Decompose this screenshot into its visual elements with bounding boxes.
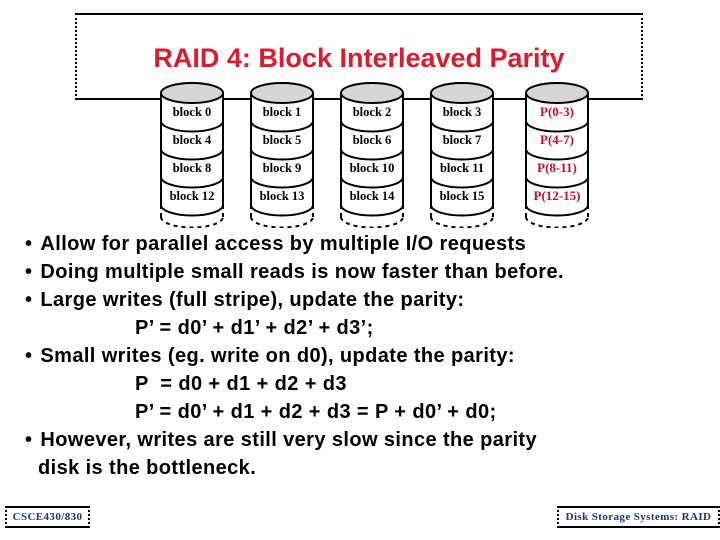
body-line-text: Small writes (eg. write on d0), update t… xyxy=(40,345,515,367)
block-label: block 2 xyxy=(353,105,392,119)
disk-0: block 0 block 4 block 8 block 12 xyxy=(160,82,224,228)
disk-1: block 1 block 5 block 9 block 13 xyxy=(250,82,314,228)
block-label: block 3 xyxy=(443,105,482,119)
body-line-text: Allow for parallel access by multiple I/… xyxy=(40,233,527,255)
block-label: block 9 xyxy=(263,161,302,175)
disk-top-ellipse xyxy=(160,82,224,104)
parity-label: P(12-15) xyxy=(534,188,581,203)
block-label: block 1 xyxy=(263,105,302,119)
parity-label: P(4-7) xyxy=(540,132,574,147)
block-label: block 7 xyxy=(443,133,482,147)
parity-label: P(8-11) xyxy=(537,160,577,175)
body-line: P’ = d0’ + d1’ + d2’ + d3’; xyxy=(0,314,720,342)
block-label: block 15 xyxy=(440,189,485,203)
footer-topic-text: Disk Storage Systems: RAID xyxy=(565,511,712,523)
disk-top-ellipse xyxy=(525,82,589,104)
body-line-text: Large writes (full stripe), update the p… xyxy=(40,289,465,311)
bullet-list: • Allow for parallel access by multiple I… xyxy=(0,230,720,482)
block-label: block 0 xyxy=(173,105,212,119)
body-line: • However, writes are still very slow sin… xyxy=(0,426,720,454)
block-label: block 13 xyxy=(260,189,305,203)
disk-3: block 3 block 7 block 11 block 15 xyxy=(430,82,494,228)
body-line: • Allow for parallel access by multiple I… xyxy=(0,230,720,258)
bullet-icon: • xyxy=(25,261,33,283)
parity-label: P(0-3) xyxy=(540,104,574,119)
footer-topic-label: Disk Storage Systems: RAID xyxy=(557,506,720,528)
block-label: block 8 xyxy=(173,161,212,175)
disk-top-ellipse xyxy=(430,82,494,104)
parity-disk: P(0-3) P(4-7) P(8-11) P(12-15) xyxy=(525,82,589,228)
body-line: P = d0 + d1 + d2 + d3 xyxy=(0,370,720,398)
body-line-text: P’ = d0’ + d1’ + d2’ + d3’; xyxy=(135,317,374,339)
block-label: block 5 xyxy=(263,133,302,147)
body-line: disk is the bottleneck. xyxy=(0,454,720,482)
bullet-icon: • xyxy=(25,429,33,451)
body-line-text: However, writes are still very slow sinc… xyxy=(40,429,537,451)
block-label: block 6 xyxy=(353,133,392,147)
disk-top-ellipse xyxy=(340,82,404,104)
body-line-text: Doing multiple small reads is now faster… xyxy=(40,261,564,283)
block-label: block 11 xyxy=(440,161,484,175)
disk-top-ellipse xyxy=(250,82,314,104)
disk-2: block 2 block 6 block 10 block 14 xyxy=(340,82,404,228)
block-label: block 14 xyxy=(350,189,396,203)
body-line: • Small writes (eg. write on d0), update … xyxy=(0,342,720,370)
bullet-icon: • xyxy=(25,233,33,255)
footer-course-text: CSCE430/830 xyxy=(12,511,83,523)
block-label: block 12 xyxy=(170,189,215,203)
body-line-text: disk is the bottleneck. xyxy=(38,457,257,479)
bullet-icon: • xyxy=(25,345,33,367)
body-line: • Doing multiple small reads is now faste… xyxy=(0,258,720,286)
body-line-text: P’ = d0’ + d1 + d2 + d3 = P + d0’ + d0; xyxy=(135,401,497,423)
block-label: block 4 xyxy=(173,133,212,147)
body-line: • Large writes (full stripe), update the … xyxy=(0,286,720,314)
body-line-text: P = d0 + d1 + d2 + d3 xyxy=(135,373,347,395)
footer-course-label: CSCE430/830 xyxy=(5,506,90,528)
slide-title: RAID 4: Block Interleaved Parity xyxy=(153,43,565,73)
bullet-icon: • xyxy=(25,289,33,311)
block-label: block 10 xyxy=(350,161,395,175)
body-line: P’ = d0’ + d1 + d2 + d3 = P + d0’ + d0; xyxy=(0,398,720,426)
